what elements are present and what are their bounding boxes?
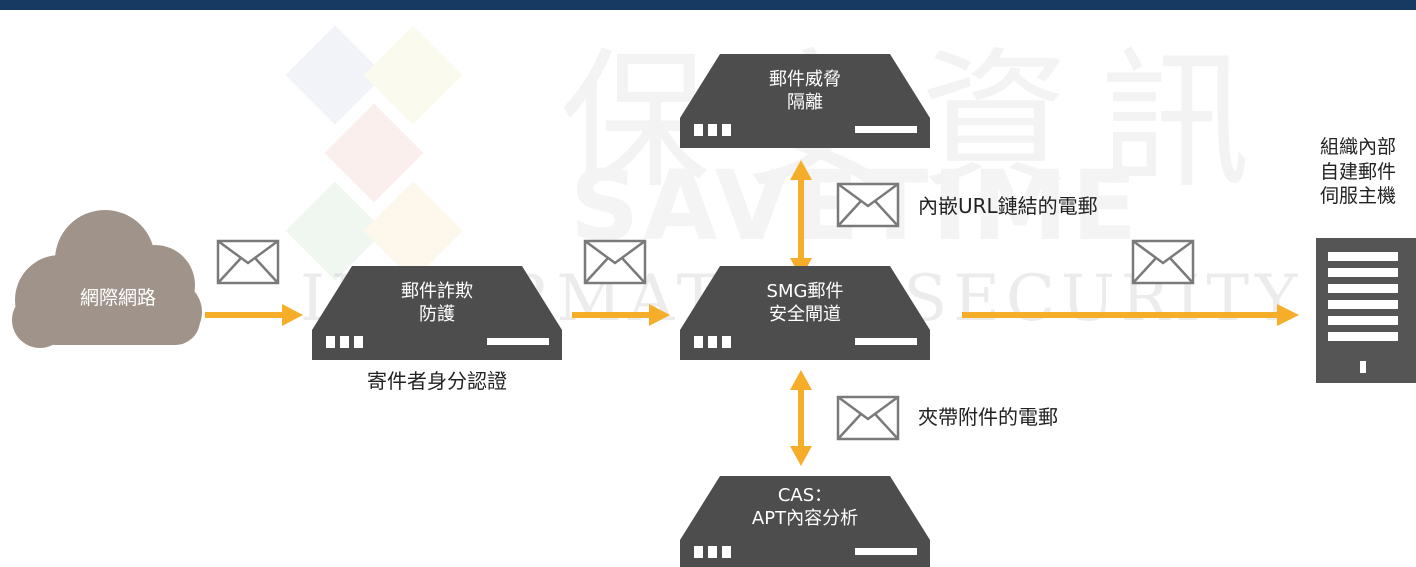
cas-label: CAS： APT內容分析 bbox=[690, 484, 920, 531]
arrow-smg-to-server bbox=[962, 304, 1299, 326]
top-bar bbox=[0, 0, 1416, 10]
fraud-protection-label: 郵件詐欺 防護 bbox=[322, 280, 552, 327]
url-mail-label: 內嵌URL鏈結的電郵 bbox=[918, 194, 1098, 218]
server-line1: 組織內部 bbox=[1319, 136, 1396, 158]
fraud-protection-caption: 寄件者身分認證 bbox=[367, 369, 507, 393]
internet-label: 網際網路 bbox=[79, 287, 156, 309]
arrow-internet-to-fraud bbox=[205, 304, 303, 326]
server-line2: 自建郵件 bbox=[1319, 160, 1396, 183]
fraud-protection-line2: 防護 bbox=[419, 304, 455, 326]
envelope-icon bbox=[836, 182, 900, 228]
cas-line2: APT內容分析 bbox=[751, 508, 859, 530]
server-line3: 伺服主機 bbox=[1319, 185, 1396, 208]
cloud-icon bbox=[12, 210, 202, 348]
fraud-protection-line1: 郵件詐欺 bbox=[401, 281, 473, 302]
quarantine-label: 郵件威脅 隔離 bbox=[690, 68, 920, 115]
envelope-icon bbox=[216, 239, 280, 285]
smg-label: SMG郵件 安全閘道 bbox=[690, 280, 920, 327]
cas-line1: CAS： bbox=[777, 485, 833, 506]
attachment-mail-label: 夾帶附件的電郵 bbox=[918, 405, 1058, 429]
quarantine-line1: 郵件威脅 bbox=[769, 69, 841, 90]
smg-line1: SMG郵件 bbox=[766, 281, 844, 302]
envelope-icon bbox=[583, 239, 647, 285]
envelope-icon bbox=[1131, 239, 1195, 285]
server-label: 組織內部 自建郵件 伺服主機 bbox=[1300, 135, 1416, 209]
watermark-diamonds bbox=[285, 25, 463, 281]
arrow-fraud-to-smg bbox=[572, 304, 670, 326]
smg-line2: 安全閘道 bbox=[769, 304, 841, 326]
arrow-smg-cas bbox=[790, 370, 812, 466]
server-icon bbox=[1316, 238, 1416, 383]
quarantine-line2: 隔離 bbox=[787, 92, 823, 114]
envelope-icon bbox=[836, 395, 900, 441]
arrow-smg-quarantine bbox=[790, 160, 812, 278]
